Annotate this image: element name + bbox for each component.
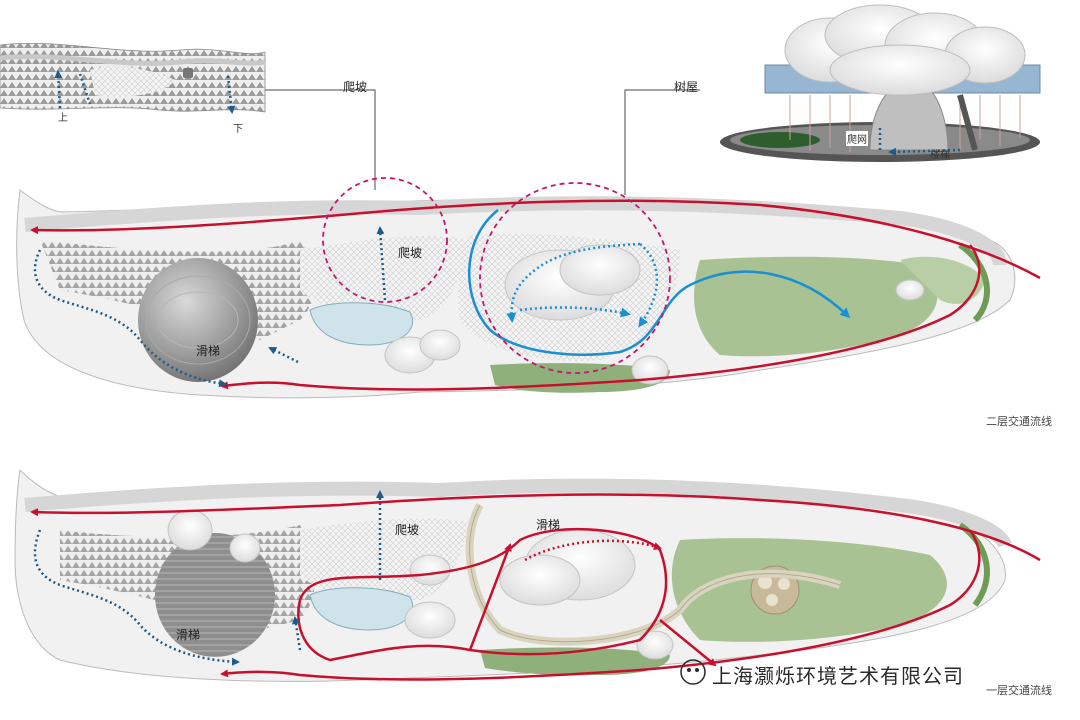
inset-net-label: 爬网 bbox=[846, 131, 868, 146]
callout-treehouse: 树屋 bbox=[674, 80, 699, 94]
lower-plan bbox=[14, 468, 1041, 682]
inset-left-section bbox=[0, 42, 266, 114]
lower-slide-left-label: 滑梯 bbox=[176, 628, 201, 642]
callout-climb: 爬坡 bbox=[343, 80, 368, 94]
inset-down-label: 下 bbox=[233, 124, 243, 135]
callout-leaders bbox=[265, 89, 700, 195]
upper-plan-caption: 二层交通流线 bbox=[986, 415, 1052, 428]
upper-plan bbox=[16, 177, 1041, 399]
wechat-icon bbox=[680, 659, 706, 685]
inset-up-label: 上 bbox=[58, 113, 68, 124]
inset-right-treehouse bbox=[720, 4, 1041, 162]
upper-slide-label: 滑梯 bbox=[196, 344, 221, 358]
lower-slide-top-label: 滑梯 bbox=[536, 518, 561, 532]
lower-plan-caption: 一层交通流线 bbox=[986, 684, 1052, 697]
lower-climb-label: 爬坡 bbox=[395, 523, 420, 537]
upper-climb-label: 爬坡 bbox=[398, 246, 423, 260]
inset-stairs-label: 楼梯 bbox=[930, 150, 950, 161]
watermark-text: 上海灏烁环境艺术有限公司 bbox=[712, 664, 964, 688]
